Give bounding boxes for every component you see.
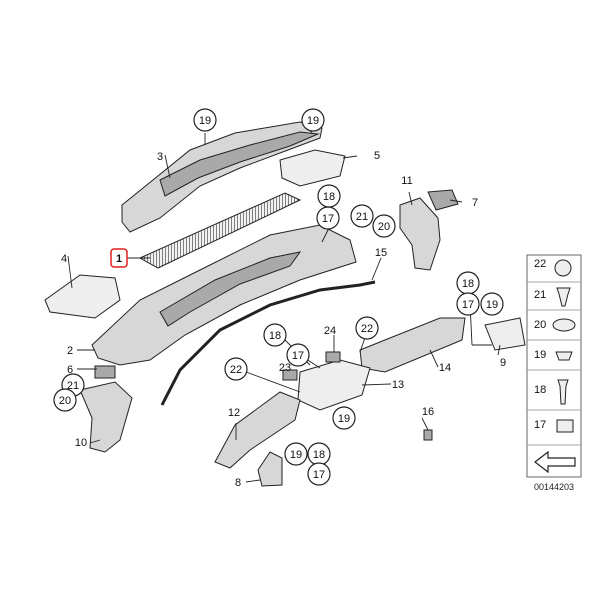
callout-3: 3 (157, 151, 163, 163)
callout-8: 8 (235, 477, 241, 489)
callout-circles (53, 108, 504, 486)
callout-7: 7 (472, 197, 478, 209)
callout-5: 5 (374, 150, 380, 162)
part-13-frame (297, 359, 371, 411)
callout-2: 2 (67, 345, 73, 357)
callout-22a: 22 (361, 323, 373, 335)
part-3-ridge (159, 131, 320, 197)
callout-18d: 18 (313, 449, 325, 461)
callout-21a: 21 (356, 211, 368, 223)
catalog-number: 00144203 (534, 482, 574, 492)
callout-20a: 20 (378, 221, 390, 233)
legend-item-17: 17 (534, 419, 546, 431)
callout-21b: 21 (67, 380, 79, 392)
callout-20b: 20 (59, 395, 71, 407)
part-8-bracket (257, 451, 283, 487)
part-16-fastener (423, 429, 433, 441)
part-7-clip (427, 189, 459, 211)
callout-4: 4 (61, 253, 67, 265)
callout-23: 23 (279, 362, 291, 374)
part-24-clip (325, 351, 341, 363)
part-2-cowl-panel (91, 224, 357, 366)
legend-item-19: 19 (534, 349, 546, 361)
callout-19d: 19 (338, 413, 350, 425)
part-12-lower-duct (214, 391, 301, 469)
legend-item-18: 18 (534, 384, 546, 396)
callout-17b: 17 (462, 299, 474, 311)
callout-15: 15 (375, 247, 387, 259)
part-11-bracket (399, 197, 441, 271)
callout-17d: 17 (313, 469, 325, 481)
part-4-left-cover (44, 274, 121, 319)
callout-18b: 18 (462, 278, 474, 290)
callout-11: 11 (401, 175, 412, 187)
legend-item-21: 21 (534, 289, 546, 301)
callout-6: 6 (67, 364, 73, 376)
callout-17c: 17 (292, 350, 304, 362)
callout-16: 16 (422, 406, 434, 418)
callout-10: 10 (75, 437, 87, 449)
part-15-seal-strip (160, 280, 376, 406)
callout-12: 12 (228, 407, 240, 419)
callout-9: 9 (500, 357, 506, 369)
callout-22b: 22 (230, 364, 242, 376)
legend-arrow-icon (534, 450, 576, 474)
callout-13: 13 (392, 379, 404, 391)
callout-1: 1 (116, 253, 122, 265)
part-1-microfilter (138, 192, 302, 269)
part-6-clip (94, 365, 116, 379)
callout-19a: 19 (199, 115, 211, 127)
part-2-inner-recess (159, 251, 302, 327)
highlighted-callout-1-box (110, 248, 128, 268)
part-5-end-piece (279, 149, 346, 187)
callout-14: 14 (439, 362, 451, 374)
callout-19e: 19 (290, 449, 302, 461)
part-23-clip (282, 369, 298, 381)
part-9-bracket (484, 317, 526, 351)
leader-lines (67, 127, 501, 483)
legend-item-22: 22 (534, 258, 546, 270)
callout-19b: 19 (307, 115, 319, 127)
fastener-legend: 22 21 20 19 18 17 (526, 254, 582, 478)
callout-24: 24 (324, 325, 336, 337)
callout-17a: 17 (322, 213, 334, 225)
legend-item-20: 20 (534, 319, 546, 331)
callout-19c: 19 (486, 299, 498, 311)
callout-18a: 18 (323, 191, 335, 203)
callout-18c: 18 (269, 330, 281, 342)
part-10-housing (79, 381, 133, 453)
